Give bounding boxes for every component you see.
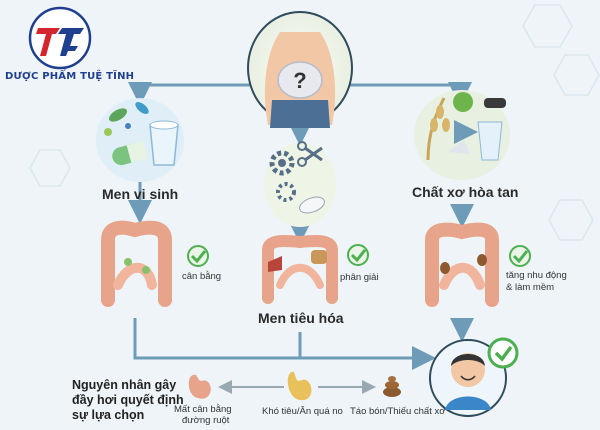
cause-label-indigestion: Khó tiêu/Ăn quá no: [262, 406, 343, 417]
effect-fiber-line2: & làm mềm: [506, 282, 555, 293]
check-icon: [187, 245, 209, 267]
effect-fiber-line1: tăng nhu động: [506, 270, 567, 281]
cause-label-imbalance-line2: đường ruột: [182, 415, 230, 426]
probiotic-icon: [96, 98, 184, 182]
title-enzyme: Men tiêu hóa: [258, 310, 344, 326]
background-hexagons: [29, 4, 600, 241]
intestine-icon: [425, 222, 499, 307]
stomach-icon: [188, 374, 211, 399]
effect-enzyme: phân giải: [340, 272, 379, 283]
effect-probiotic: cân bằng: [182, 271, 222, 282]
title-fiber: Chất xơ hòa tan: [412, 184, 519, 200]
bloated-person-icon: ?: [247, 11, 353, 128]
intestine-icon: [101, 220, 172, 307]
stomach-icon: [287, 371, 312, 401]
happy-person-icon: [429, 337, 519, 417]
cause-label-constipation: Táo bón/Thiếu chất xơ: [350, 406, 446, 417]
gear-scissors-icon: [264, 141, 336, 227]
check-icon: [509, 245, 531, 267]
cause-label-imbalance-line1: Mất cân bằng: [174, 404, 232, 415]
question-mark: ?: [293, 68, 306, 93]
poop-icon: [383, 376, 401, 397]
connector-arrows: [128, 82, 474, 370]
brand-logo: [28, 6, 92, 70]
brand-name: DƯỢC PHẨM TUỆ TĨNH: [5, 71, 135, 82]
title-probiotic: Men vi sinh: [102, 186, 179, 202]
intestine-icon: [262, 235, 338, 304]
check-icon: [347, 244, 369, 266]
fiber-foods-icon: [414, 90, 510, 180]
causes-heading: Nguyên nhân gây đầy hơi quyết định sự lự…: [72, 378, 184, 422]
